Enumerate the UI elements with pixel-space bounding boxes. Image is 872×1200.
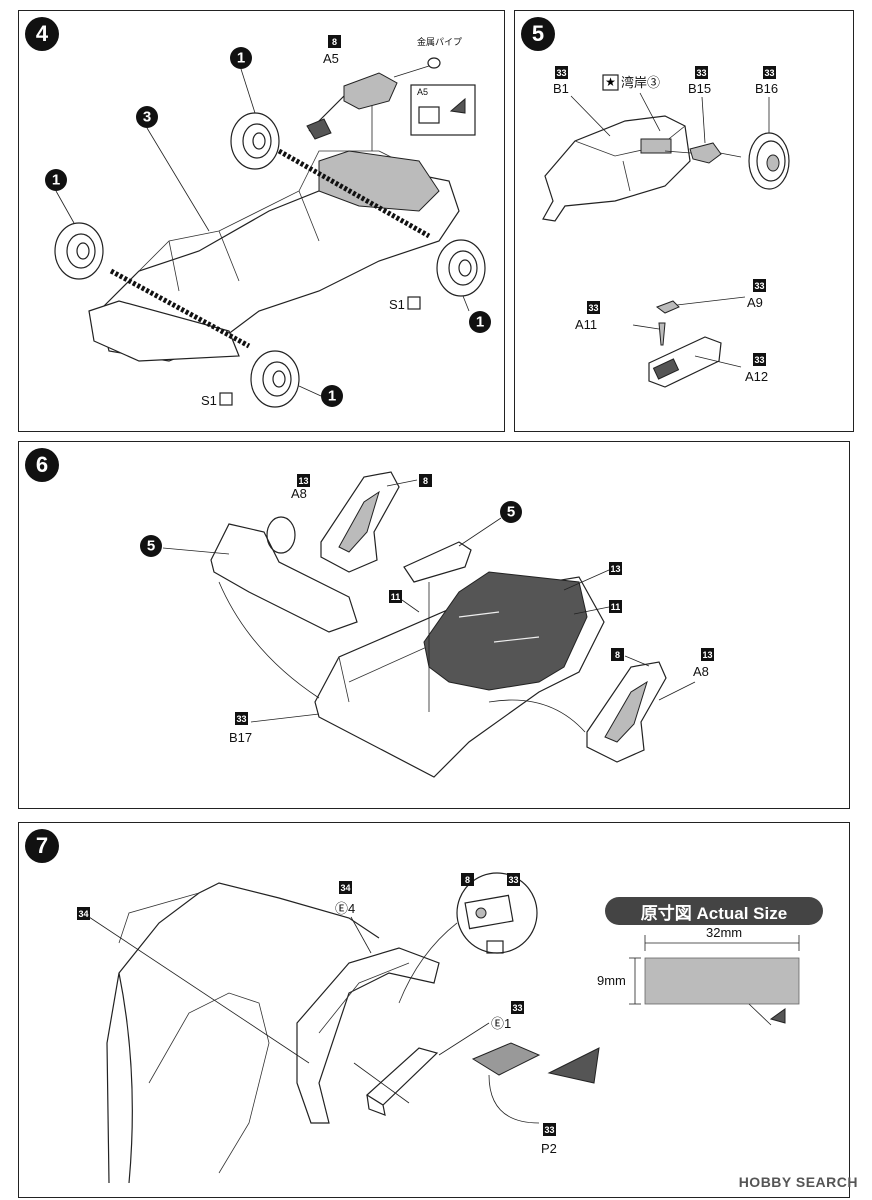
svg-text:5: 5	[147, 538, 155, 555]
step-7-panel: 7 34 34 Ⓔ4 8 33 33	[18, 822, 850, 1198]
dash-assembly	[210, 523, 358, 633]
metal-pipe-label: 金属パイプ	[417, 36, 462, 47]
code-11-left: 11	[391, 592, 401, 602]
a11-label: A11	[575, 317, 597, 332]
e1-label: Ⓔ1	[491, 1016, 511, 1031]
callout-wheel-1b: 1	[45, 169, 67, 191]
inset-a5-label: A5	[417, 87, 428, 97]
a9-color-code: 33	[754, 281, 764, 291]
chassis-assembly-drawing: 8 A5 金属パイプ A5 S1 S1 1 3 1 1 1	[45, 35, 491, 408]
a12-color-code: 33	[754, 355, 764, 365]
p2-color-code: 33	[544, 1125, 554, 1135]
side-intake-part-e4	[296, 947, 440, 1124]
svg-text:1: 1	[476, 314, 484, 331]
svg-text:1: 1	[237, 50, 245, 67]
mesh-actual-size	[644, 957, 800, 1005]
paint-code-8: 8	[332, 37, 337, 47]
actual-size-title: 原寸図 Actual Size	[605, 897, 823, 925]
direction-arrow	[547, 1047, 600, 1084]
step-6-badge: 6	[25, 448, 59, 482]
actual-height-label: 9mm	[597, 973, 626, 988]
part-b15	[689, 142, 722, 164]
part-a11	[658, 322, 666, 346]
paint8-right-code: 8	[615, 650, 620, 660]
code-13-right: 13	[610, 564, 620, 574]
a8-top-color-code: 13	[298, 476, 308, 486]
step-7-badge: 7	[25, 829, 59, 863]
steering-wheel-part	[748, 132, 790, 190]
a8-right-color-code: 13	[702, 650, 712, 660]
callout-wheel-1c: 1	[469, 311, 491, 333]
b17-label: B17	[229, 730, 252, 745]
step-6-panel: 6 13 A8 8 5 5 13 11	[18, 441, 850, 809]
b1-label: B1	[553, 81, 569, 96]
star-icon: ★	[605, 75, 616, 89]
b15-label: B15	[688, 81, 711, 96]
inset-paint-8: 8	[465, 875, 470, 885]
b1-color-code: 33	[556, 68, 566, 78]
svg-text:1: 1	[328, 388, 336, 405]
step-4-badge: 4	[25, 17, 59, 51]
step5-ref-mid: 5	[500, 501, 522, 523]
step-5-badge: 5	[521, 17, 555, 51]
svg-text:1: 1	[52, 172, 60, 189]
a12-label: A12	[745, 369, 768, 384]
a8-right-label: A8	[693, 664, 709, 679]
code-34-mid: 34	[340, 883, 350, 893]
b16-color-code: 33	[764, 68, 774, 78]
part-a5-label: A5	[323, 51, 339, 66]
body-assembly-drawing: 34 34 Ⓔ4 8 33 33 Ⓔ1 33 P2 32mm 9mm	[77, 872, 800, 1184]
part-a12-console	[648, 336, 722, 388]
wheel-rear-right	[436, 239, 486, 297]
a9-label: A9	[747, 295, 763, 310]
part-a9	[655, 300, 680, 314]
s1-right-label: S1	[389, 297, 405, 312]
e1-color-code: 33	[512, 1003, 522, 1013]
callout-wheel-1a: 1	[230, 47, 252, 69]
b17-color-code: 33	[236, 714, 246, 724]
muffler-part	[343, 72, 398, 110]
intake-piece-e1	[366, 1047, 439, 1106]
bayside-decal-label: 湾岸③	[621, 75, 660, 90]
b15-color-code: 33	[696, 68, 706, 78]
p2-label: P2	[541, 1141, 557, 1156]
paint8-top-code: 8	[423, 476, 428, 486]
wheel-rear-top	[230, 112, 280, 170]
svg-text:5: 5	[507, 504, 515, 521]
callout-chassis-3: 3	[136, 106, 158, 128]
code-34-left: 34	[78, 909, 88, 919]
dashboard-assembly-drawing: ★ 湾岸③ 33 B1 33 B15 33 B16 33 A9 33 A11 3…	[542, 66, 790, 388]
callout-wheel-1d: 1	[321, 385, 343, 407]
s1-left-label: S1	[201, 393, 217, 408]
center-console	[403, 541, 472, 583]
wheel-front-bottom	[250, 350, 300, 408]
svg-text:3: 3	[143, 109, 151, 126]
interior-assembly-drawing: 13 A8 8 5 5 13 11 11 8 13 A8 33 B17	[140, 471, 714, 778]
rear-seat-part	[423, 571, 588, 691]
wheel-front-left	[54, 222, 104, 280]
code-11-right: 11	[611, 602, 621, 612]
mesh-part-p2	[471, 1042, 541, 1076]
b16-label: B16	[755, 81, 778, 96]
dashboard-part	[542, 115, 691, 222]
inset-code-33: 33	[508, 875, 518, 885]
body-shell-outline	[106, 882, 380, 1184]
a8-top-label: A8	[291, 486, 307, 501]
actual-width-label: 32mm	[706, 925, 742, 940]
step-5-panel: 5 ★ 湾岸③ 33 B1 33 B15 33 B16	[514, 10, 854, 432]
a11-color-code: 33	[588, 303, 598, 313]
watermark: HOBBY SEARCH	[738, 1174, 858, 1190]
step-4-panel: 4 8 A5	[18, 10, 505, 432]
step5-ref-left: 5	[140, 535, 162, 557]
e4-label: Ⓔ4	[335, 901, 355, 916]
